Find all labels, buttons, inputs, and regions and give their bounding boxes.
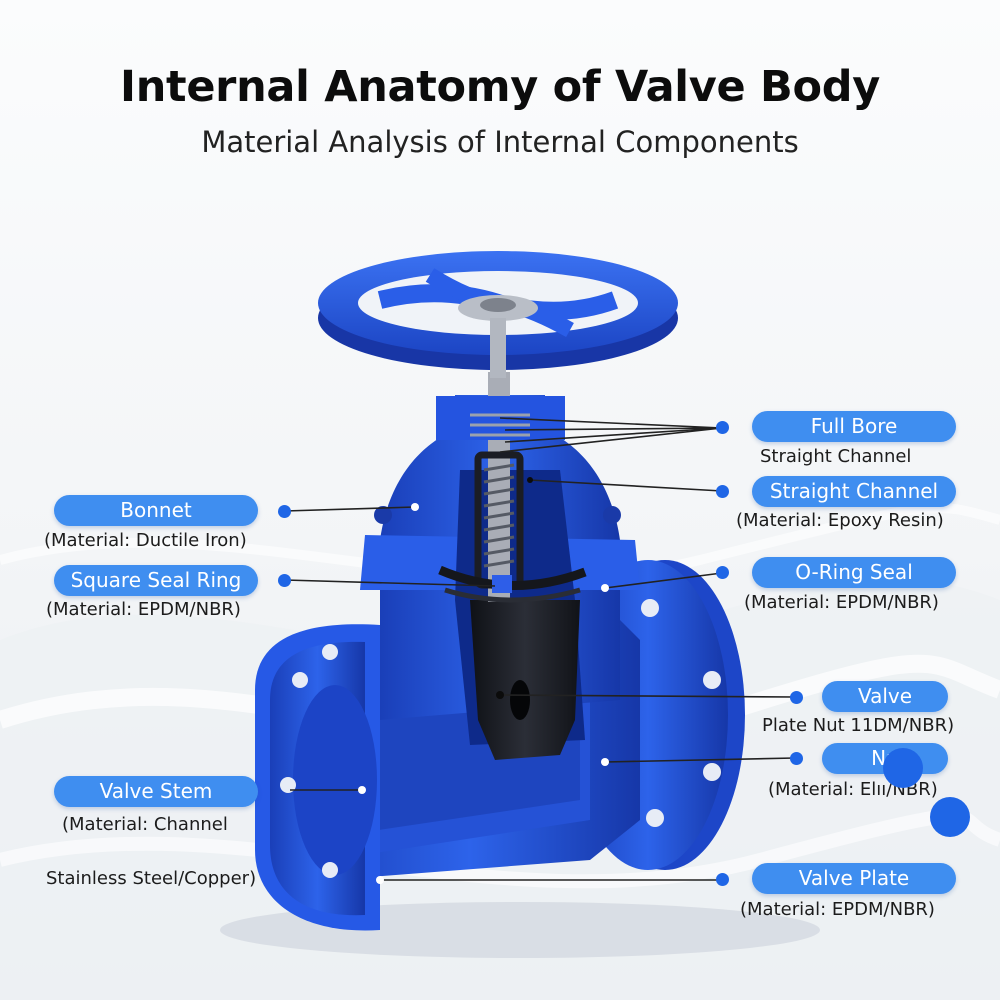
desc-valve-plate: (Material: EPDM/NBR) — [740, 899, 935, 920]
label-square-seal-ring: Square Seal Ring — [54, 565, 258, 596]
label-valve-plate: Valve Plate — [752, 863, 956, 894]
callout-dot-nut — [790, 752, 803, 765]
gate-wedge — [470, 600, 580, 760]
o-ring-seal — [444, 587, 581, 603]
callout-dot-valve-plate — [716, 873, 729, 886]
anchor-dots — [358, 503, 609, 884]
page-subtitle: Material Analysis of Internal Components — [201, 125, 799, 159]
decorative-blue-dot-large — [883, 748, 923, 788]
callout-dot-bonnet — [278, 505, 291, 518]
callout-dot-full-bore — [716, 421, 729, 434]
callout-dot-valve — [790, 691, 803, 704]
label-valve-stem: Valve Stem — [54, 776, 258, 807]
label-straight-channel: Straight Channel — [752, 476, 956, 507]
decorative-blue-dot-small — [930, 797, 970, 837]
stem-threads — [483, 463, 515, 568]
desc-valve-stem: (Material: Channel — [62, 814, 228, 835]
desc-valve: Plate Nut 11DM/NBR) — [762, 715, 955, 736]
callout-dot-o-ring-seal — [716, 566, 729, 579]
desc-full-bore: Straight Channel — [760, 446, 912, 467]
label-bonnet: Bonnet — [54, 495, 258, 526]
desc-bonnet: (Material: Ductile Iron) — [44, 530, 247, 551]
handwheel — [318, 251, 678, 378]
desc-straight-channel: (Material: Epoxy Resin) — [736, 510, 944, 531]
label-o-ring-seal: O-Ring Seal — [752, 557, 956, 588]
page-title: Internal Anatomy of Valve Body — [120, 62, 880, 112]
label-full-bore: Full Bore — [752, 411, 956, 442]
label-valve: Valve — [822, 681, 948, 712]
desc-o-ring-seal: (Material: EPDM/NBR) — [744, 592, 939, 613]
left-flange — [255, 624, 380, 931]
desc-stainless-steel: Stainless Steel/Copper) — [46, 868, 257, 889]
desc-square-seal-ring: (Material: EPDM/NBR) — [46, 599, 241, 620]
callout-dot-straight-channel — [716, 485, 729, 498]
callout-dot-square-seal-ring — [278, 574, 291, 587]
leader-lines — [284, 417, 796, 881]
